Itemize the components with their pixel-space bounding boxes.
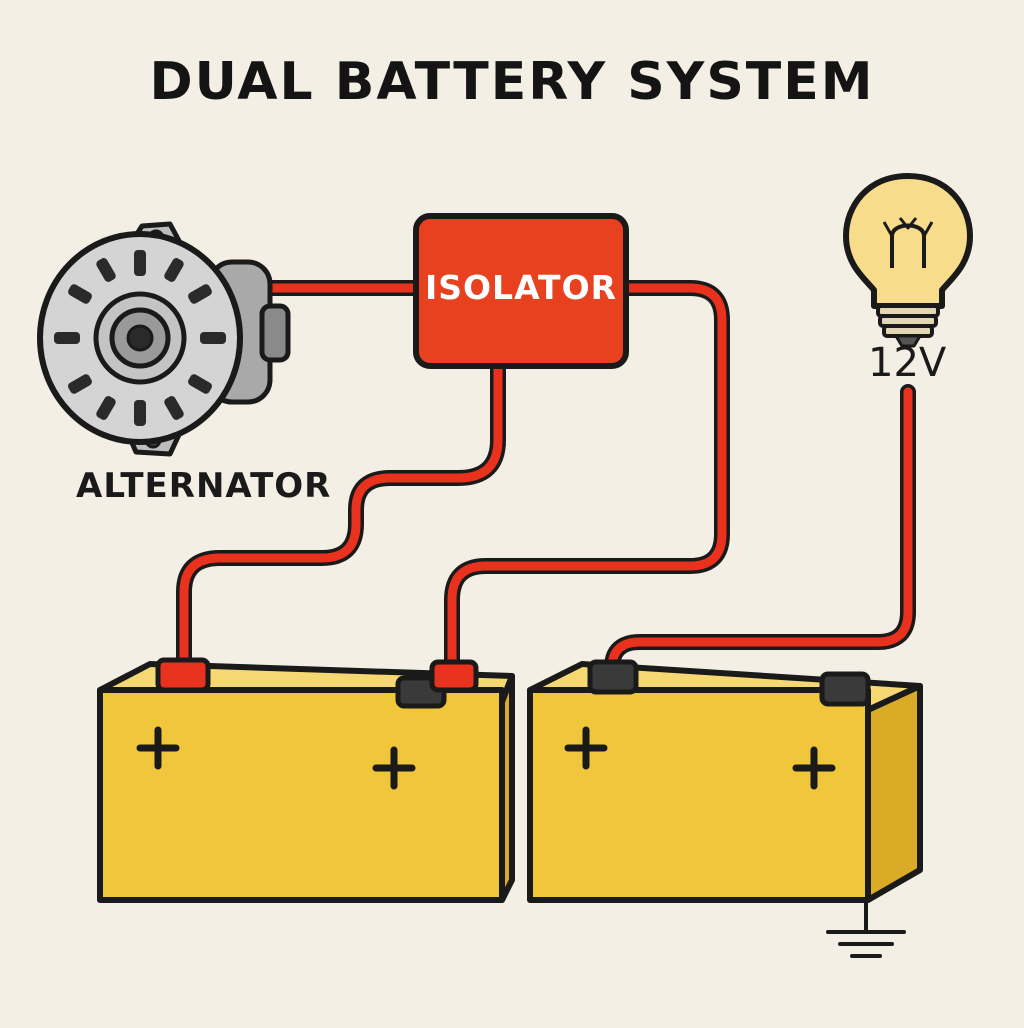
ground-icon: [826, 930, 906, 958]
isolator-label: ISOLATOR: [424, 268, 618, 307]
battery-2-terminal-positive: [587, 659, 639, 695]
light-bulb-icon: [843, 173, 973, 348]
battery-2-plus-left-icon: [564, 726, 608, 770]
battery-1: [97, 657, 515, 903]
wire-isolator-to-battery-2: [444, 280, 730, 670]
wire-lamp-to-battery: [604, 384, 916, 676]
diagram-title: DUAL BATTERY SYSTEM: [149, 52, 875, 112]
alternator-icon: [37, 221, 291, 457]
battery-2-terminal-negative: [819, 671, 871, 707]
battery-1-terminal-positive: [155, 657, 211, 693]
battery-1-plus-right-icon: [372, 746, 416, 790]
alternator-vents: [54, 250, 226, 426]
wire-isolator-to-battery-1: [176, 360, 506, 670]
battery-1-terminal-negative: [395, 659, 479, 709]
battery-1-plus-left-icon: [136, 726, 180, 770]
lamp-voltage-label: 12V: [868, 340, 947, 386]
isolator-box: [413, 213, 629, 369]
battery-2-plus-right-icon: [792, 746, 836, 790]
battery-2: [527, 659, 923, 903]
alternator-label: ALTERNATOR: [76, 466, 332, 506]
